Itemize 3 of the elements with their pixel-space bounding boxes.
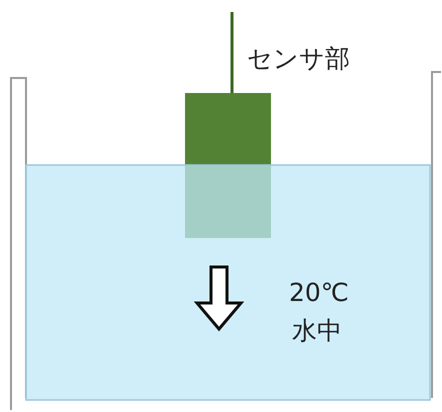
medium-label: 水中 <box>292 318 342 343</box>
temperature-label: 20℃ <box>289 280 349 305</box>
sensor-label: センサ部 <box>247 46 350 71</box>
